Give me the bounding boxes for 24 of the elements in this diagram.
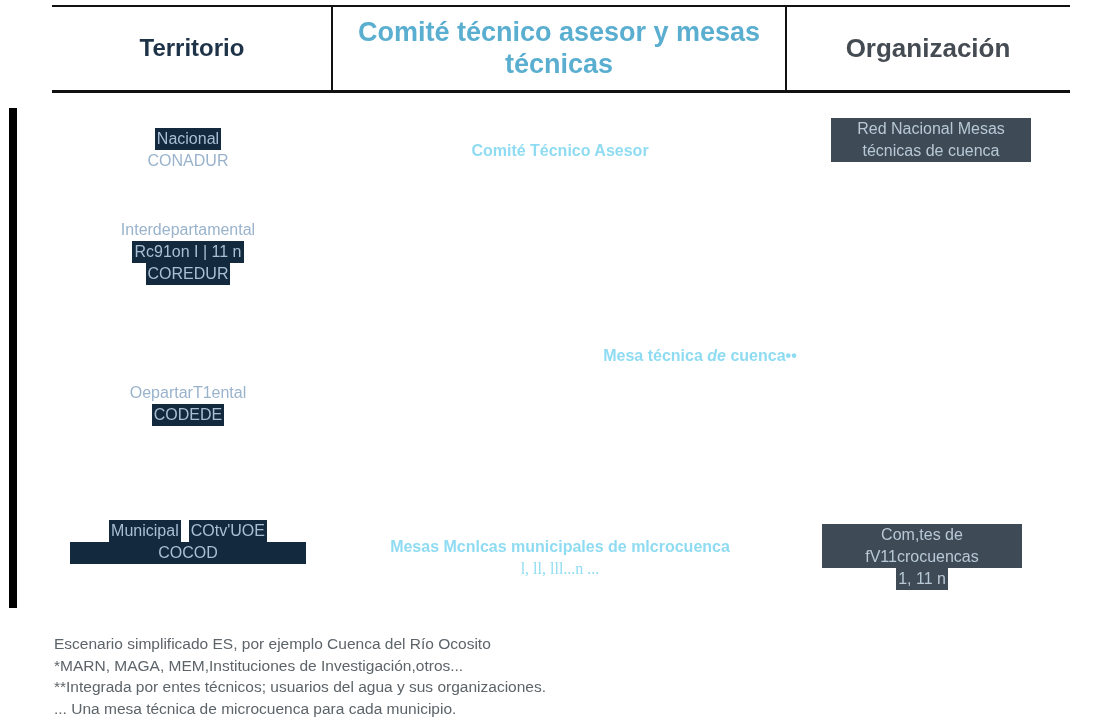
territory-label: COCOD <box>70 542 306 564</box>
committee-label: Mesas Mcnlcas municipales de mlcrocuenca <box>390 537 730 557</box>
territory-label: COtv'UOE <box>188 520 267 542</box>
committee-label: l, ll, lll...n ... <box>520 559 600 579</box>
committee-label: Mesa técnica de cuenca•• <box>603 346 797 366</box>
territory-label: CODEDE <box>151 404 225 426</box>
territory-label: Municipal <box>109 520 181 542</box>
column-header: Territorio <box>139 33 245 63</box>
organization-label: 1, 11 n <box>896 568 948 590</box>
footnote: *MARN, MAGA, MEM,Instituciones de Investigación,otros... <box>54 655 465 676</box>
territory-label: Interdepartamental <box>119 220 257 240</box>
territory-label: CONADUR <box>146 151 230 171</box>
organization-label: Red Nacional Mesas técnicas de cuenca <box>831 118 1031 162</box>
territory-label: Nacional <box>154 128 222 150</box>
column-header: Comité técnico asesor y mesas técnicas <box>356 16 762 80</box>
territory-label: Rc91on I | 11 n <box>132 241 244 263</box>
footnote: **Integrada por entes técnicos; usuarios del agua y sus organizaciones. <box>54 677 546 697</box>
footnote: ... Una mesa técnica de microcuenca para cada municipio. <box>54 698 458 719</box>
column-header: Organización <box>845 33 1011 63</box>
organization-label: Com,tes de fV11crocuencas <box>822 524 1022 568</box>
footnote: Escenario simplificado ES, por ejemplo Cuenca del Río Ocosito <box>54 634 492 654</box>
territory-label: COREDUR <box>145 263 231 285</box>
territory-label: OepartarT1ental <box>128 383 248 403</box>
committee-label: Comité Técnico Asesor <box>471 141 649 161</box>
